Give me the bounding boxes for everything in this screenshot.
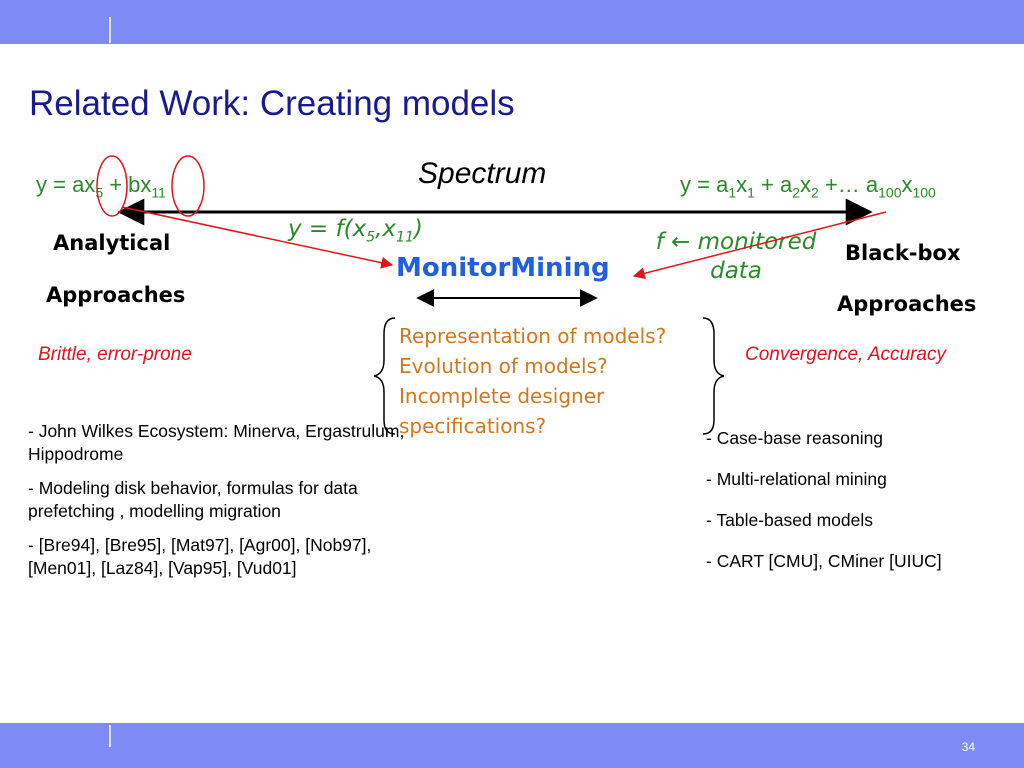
x5-highlight-circle [96, 155, 128, 217]
analytical-approaches-label: Approaches [46, 283, 186, 307]
questions-left-brace [373, 317, 396, 435]
list-item: - Case-base reasoning [706, 428, 884, 448]
blackbox-to-monitormining-arrow [632, 211, 887, 280]
question-item: Incomplete designer [399, 384, 605, 408]
analytical-label: Analytical [53, 231, 171, 255]
list-item: - John Wilkes Ecosystem: Minerva, Ergast… [28, 421, 405, 464]
analytical-drawback: Brittle, error-prone [38, 344, 192, 365]
header-band [0, 0, 1024, 44]
footer-divider [109, 725, 111, 747]
blackbox-approaches-label: Approaches [837, 292, 977, 316]
list-item: - CART [CMU], CMiner [UIUC] [706, 551, 942, 571]
blackbox-equation: y = a1x1 + a2x2 +… a100x100 [680, 172, 936, 201]
list-item: - Multi-relational mining [706, 469, 887, 489]
question-item: Representation of models? [399, 324, 667, 348]
monitormining-label: MonitorMining [396, 253, 610, 283]
x11-highlight-circle [171, 155, 205, 217]
footer-band: 34 [0, 723, 1024, 768]
header-divider [109, 17, 111, 43]
list-item: - [Bre94], [Bre95], [Mat97], [Agr00], [N… [28, 535, 372, 578]
open-questions: Representation of models? Evolution of m… [399, 321, 666, 441]
slide-title: Related Work: Creating models [29, 84, 515, 123]
question-item: specifications? [399, 414, 547, 438]
blackbox-related-work-list: - Case-base reasoning - Multi-relational… [706, 427, 1018, 591]
page-number: 34 [961, 740, 975, 754]
question-item: Evolution of models? [399, 354, 608, 378]
spectrum-label: Spectrum [418, 157, 547, 190]
analytical-to-monitormining-arrow [121, 206, 394, 269]
blackbox-drawback: Convergence, Accuracy [745, 344, 947, 365]
analytical-related-work-list: - John Wilkes Ecosystem: Minerva, Ergast… [28, 420, 413, 591]
list-item: - Modeling disk behavior, formulas for d… [28, 478, 358, 521]
monitored-data-label: f ← monitored data [636, 228, 836, 286]
monitored-data-line2: data [710, 257, 762, 284]
list-item: - Table-based models [706, 510, 873, 530]
analytical-equation: y = ax5 + bx11 [36, 172, 166, 201]
questions-right-brace [702, 317, 725, 435]
blackbox-label: Black-box [845, 241, 961, 265]
